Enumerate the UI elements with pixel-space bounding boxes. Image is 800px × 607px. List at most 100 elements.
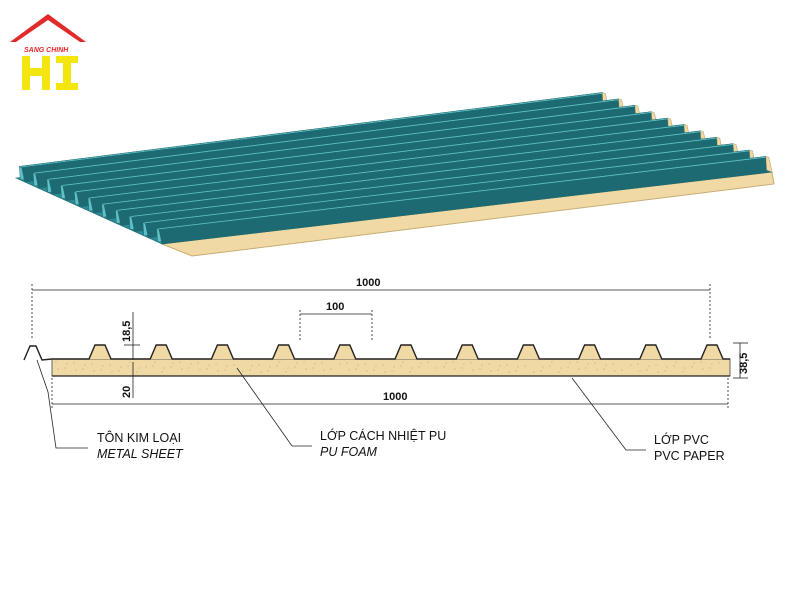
foam-speck <box>136 371 138 373</box>
foam-speck <box>57 368 59 370</box>
foam-speck <box>463 363 465 365</box>
leader-metal-sheet <box>36 359 88 449</box>
foam-speck <box>118 370 120 372</box>
dimension-lines <box>31 284 748 410</box>
rib-foam-fill <box>701 345 723 359</box>
foam-speck <box>418 366 420 368</box>
rib-foam-fill <box>639 345 662 359</box>
foam-speck <box>472 369 474 371</box>
foam-speck <box>648 365 650 367</box>
foam-speck <box>673 365 675 367</box>
foam-speck <box>508 371 510 373</box>
foam-speck <box>517 366 519 368</box>
foam-speck <box>323 369 325 371</box>
rib-foam-fill <box>456 345 479 359</box>
foam-speck <box>382 364 384 366</box>
foam-speck <box>718 362 720 364</box>
rib-foam-fill <box>89 345 111 359</box>
foam-speck <box>233 364 235 366</box>
logo-roof-icon <box>10 14 86 42</box>
foam-speck <box>64 367 66 369</box>
foam-speck <box>470 362 472 364</box>
label-pvc-vi: LỚP PVC <box>654 432 709 447</box>
logo-letters-icon <box>22 56 78 90</box>
foam-speck <box>675 361 677 363</box>
foam-speck <box>461 367 463 369</box>
foam-speck <box>138 367 140 369</box>
foam-speck <box>224 369 226 371</box>
leader-pu-foam <box>236 367 312 447</box>
foam-speck <box>420 362 422 364</box>
foam-speck <box>445 362 447 364</box>
rib-end-cap <box>765 156 773 173</box>
dim-rib-pitch: 100 <box>326 301 344 313</box>
label-pu-foam-vi: LỚP CÁCH NHIỆT PU <box>320 428 446 443</box>
foam-speck <box>276 365 278 367</box>
foam-speck <box>355 368 357 370</box>
foam-speck <box>630 364 632 366</box>
foam-speck <box>163 367 165 369</box>
foam-speck <box>100 369 102 371</box>
foam-speck <box>684 367 686 369</box>
foam-speck <box>330 368 332 370</box>
foam-speck <box>596 369 598 371</box>
foam-speck <box>170 366 172 368</box>
foam-speck <box>375 365 377 367</box>
leader-pvc <box>571 377 646 451</box>
foam-speck <box>402 361 404 363</box>
foam-speck <box>454 368 456 370</box>
foam-speck <box>305 368 307 370</box>
label-pu-foam-en: PU FOAM <box>320 445 378 459</box>
foam-speck <box>569 362 571 364</box>
company-logo: SANG CHINH <box>10 14 86 90</box>
foam-speck <box>127 365 129 367</box>
foam-speck <box>197 362 199 364</box>
foam-speck <box>637 363 639 365</box>
foam-speck <box>646 369 648 371</box>
foam-speck <box>384 371 386 373</box>
rib-foam-fill <box>333 345 356 359</box>
foam-speck <box>711 363 713 365</box>
foam-speck <box>657 371 659 373</box>
foam-speck <box>479 368 481 370</box>
foam-speck <box>303 361 305 363</box>
foam-speck <box>560 367 562 369</box>
foam-speck <box>524 365 526 367</box>
foam-speck <box>251 365 253 367</box>
foam-speck <box>75 369 77 371</box>
label-metal-sheet-vi: TÔN KIM LOẠI <box>97 430 181 445</box>
foam-speck <box>82 368 84 370</box>
foam-speck <box>278 361 280 363</box>
foam-speck <box>488 363 490 365</box>
foam-speck <box>666 366 668 368</box>
leader-lines <box>36 359 646 451</box>
foam-speck <box>506 364 508 366</box>
foam-speck <box>339 363 341 365</box>
foam-speck <box>296 362 298 364</box>
foam-speck <box>540 370 542 372</box>
foam-speck <box>605 364 607 366</box>
foam-speck <box>549 365 551 367</box>
foam-speck <box>427 361 429 363</box>
foam-speck <box>639 370 641 372</box>
foam-speck <box>179 361 181 363</box>
panel-3d-view <box>14 92 775 257</box>
dim-rib-height: 18,5 <box>121 321 133 342</box>
rib-foam-fill <box>578 345 601 359</box>
foam-speck <box>93 370 95 372</box>
foam-speck <box>111 371 113 373</box>
foam-speck <box>84 364 86 366</box>
foam-speck <box>357 364 359 366</box>
foam-speck <box>321 362 323 364</box>
foam-layer-section <box>51 358 731 377</box>
foam-speck <box>664 370 666 372</box>
foam-speck <box>567 366 569 368</box>
foam-speck <box>594 362 596 364</box>
foam-speck <box>702 368 704 370</box>
foam-speck <box>287 367 289 369</box>
dim-overall-bottom: 1000 <box>383 391 407 403</box>
foam-speck <box>161 371 163 373</box>
foam-speck <box>152 365 154 367</box>
metal-sheet-profile <box>23 344 730 361</box>
foam-speck <box>91 363 93 365</box>
